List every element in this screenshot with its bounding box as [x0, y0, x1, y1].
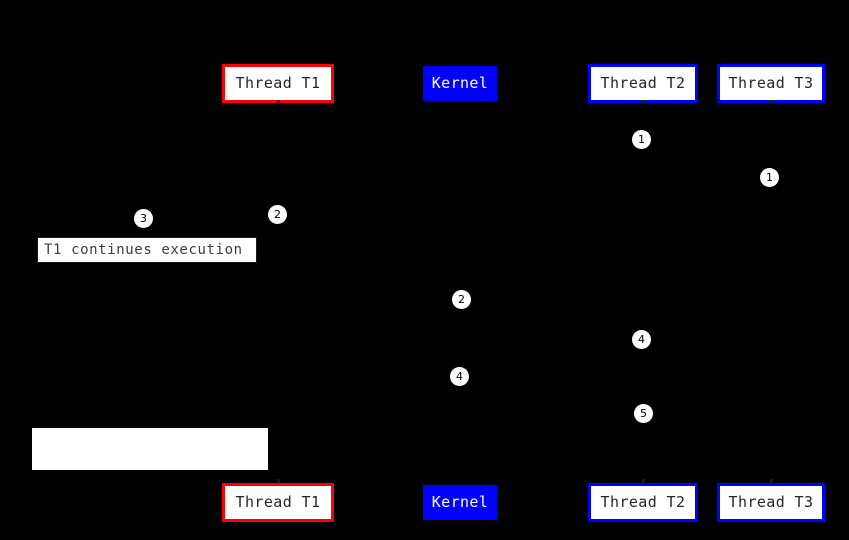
participant-foot-thread-t1-label: Thread T1 — [235, 493, 321, 511]
participant-head-thread-t1-label: Thread T1 — [235, 74, 321, 92]
participant-head-thread-t2-label: Thread T2 — [600, 74, 686, 92]
step-badge-t2-1-label: 1 — [638, 133, 645, 146]
lifeline-nub-t2-head — [642, 100, 645, 104]
participant-foot-kernel-label: Kernel — [431, 493, 489, 511]
step-badge-kernel-2: 2 — [452, 290, 471, 309]
step-badge-t3-1-label: 1 — [766, 171, 773, 184]
participant-foot-thread-t3-label: Thread T3 — [728, 493, 814, 511]
participant-foot-thread-t1[interactable]: Thread T1 — [222, 483, 334, 522]
blank-message-box — [32, 428, 268, 470]
lifeline-thread-t1 — [278, 103, 279, 483]
step-badge-kernel-4-label: 4 — [456, 370, 463, 383]
lifeline-nub-t1-foot — [277, 479, 280, 483]
step-badge-kernel-4: 4 — [450, 367, 469, 386]
step-badge-t2-5: 5 — [634, 404, 653, 423]
note-t1-continues-execution: T1 continues execution — [37, 237, 257, 263]
step-badge-kernel-2-label: 2 — [458, 293, 465, 306]
lifeline-nub-t1-head — [277, 100, 280, 104]
lifeline-thread-t3 — [771, 103, 772, 483]
lifeline-nub-t2-foot — [642, 479, 645, 483]
step-badge-t1-3-label: 3 — [140, 212, 147, 225]
step-badge-t2-4-label: 4 — [638, 333, 645, 346]
participant-foot-thread-t2[interactable]: Thread T2 — [588, 483, 698, 522]
participant-foot-thread-t2-label: Thread T2 — [600, 493, 686, 511]
participant-foot-thread-t3[interactable]: Thread T3 — [717, 483, 825, 522]
step-badge-t1-2: 2 — [268, 205, 287, 224]
participant-head-kernel[interactable]: Kernel — [423, 66, 497, 101]
participant-head-thread-t3[interactable]: Thread T3 — [717, 64, 825, 103]
step-badge-t1-2-label: 2 — [274, 208, 281, 221]
step-badge-t1-3: 3 — [134, 209, 153, 228]
note-t1-continues-execution-text: T1 continues execution — [44, 242, 243, 258]
step-badge-t2-5-label: 5 — [640, 407, 647, 420]
lifeline-thread-t2 — [643, 103, 644, 483]
participant-head-kernel-label: Kernel — [431, 74, 489, 92]
participant-head-thread-t3-label: Thread T3 — [728, 74, 814, 92]
lifeline-nub-t3-head — [770, 100, 773, 104]
step-badge-t3-1: 1 — [760, 168, 779, 187]
participant-head-thread-t1[interactable]: Thread T1 — [222, 64, 334, 103]
step-badge-t2-1: 1 — [632, 130, 651, 149]
participant-head-thread-t2[interactable]: Thread T2 — [588, 64, 698, 103]
step-badge-t2-4: 4 — [632, 330, 651, 349]
participant-foot-kernel[interactable]: Kernel — [423, 485, 497, 520]
lifeline-nub-t3-foot — [770, 479, 773, 483]
